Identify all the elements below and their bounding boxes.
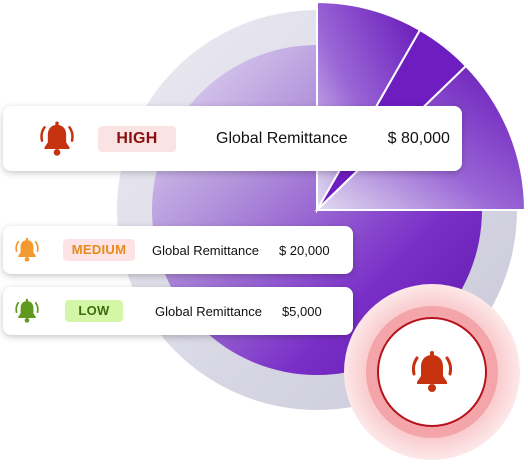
alert-card-medium[interactable]: MEDIUM Global Remittance $ 20,000 [3, 226, 353, 274]
notification-bell-button[interactable] [344, 284, 520, 460]
alert-label: Global Remittance [216, 129, 348, 147]
alert-amount: $ 20,000 [278, 242, 330, 258]
bell-icon [31, 119, 83, 159]
notification-bell-badge [344, 284, 520, 460]
alert-amount: $ 80,000 [387, 129, 450, 147]
bell-icon [11, 297, 43, 325]
alert-amount: $5,000 [281, 303, 322, 319]
alert-card-low[interactable]: LOW Global Remittance $5,000 [3, 287, 353, 335]
priority-badge-low: LOW [65, 300, 123, 322]
priority-badge-medium: MEDIUM [63, 239, 135, 261]
alert-card-high[interactable]: HIGH Global Remittance $ 80,000 [3, 106, 462, 171]
bell-icon [11, 236, 43, 264]
alert-label: Global Remittance [155, 303, 262, 319]
alert-label: Global Remittance [152, 242, 259, 258]
priority-badge-high: HIGH [98, 125, 176, 152]
